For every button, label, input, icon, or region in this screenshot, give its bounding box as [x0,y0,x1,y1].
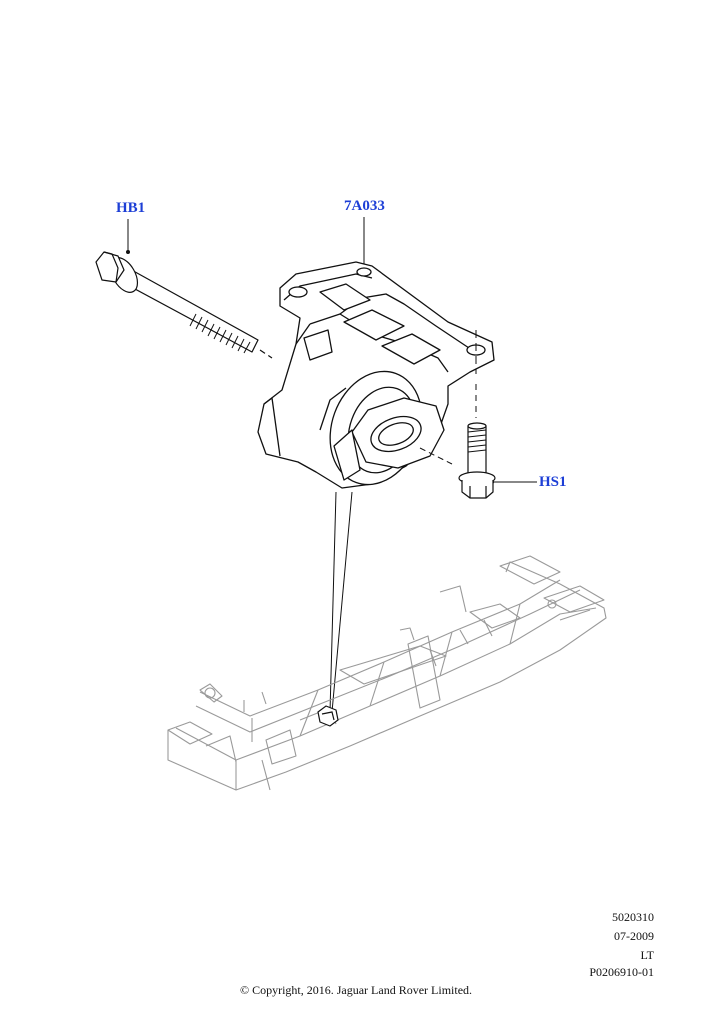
hs1-bolt-drawing [458,422,496,499]
leader-lines [127,217,537,483]
bushing-axis-dash [419,447,453,465]
copyright-notice: © Copyright, 2016. Jaguar Land Rover Lim… [239,983,473,997]
callout-7a033[interactable]: 7A033 [344,198,385,214]
chassis-frame-drawing [167,555,607,791]
hb1-bolt-drawing [95,251,273,359]
mount-location-marker [317,705,339,727]
diagram-date: 07-2009 [614,929,654,943]
diagram-model-code: LT [640,948,654,962]
diagram-ref-number: 5020310 [612,910,654,924]
callout-hs1[interactable]: HS1 [539,474,567,490]
callout-hb1[interactable]: HB1 [116,200,146,216]
engine-mount-drawing [257,261,495,489]
location-pointer [329,491,353,713]
diagram-illustration-id: P0206910-01 [589,965,654,979]
